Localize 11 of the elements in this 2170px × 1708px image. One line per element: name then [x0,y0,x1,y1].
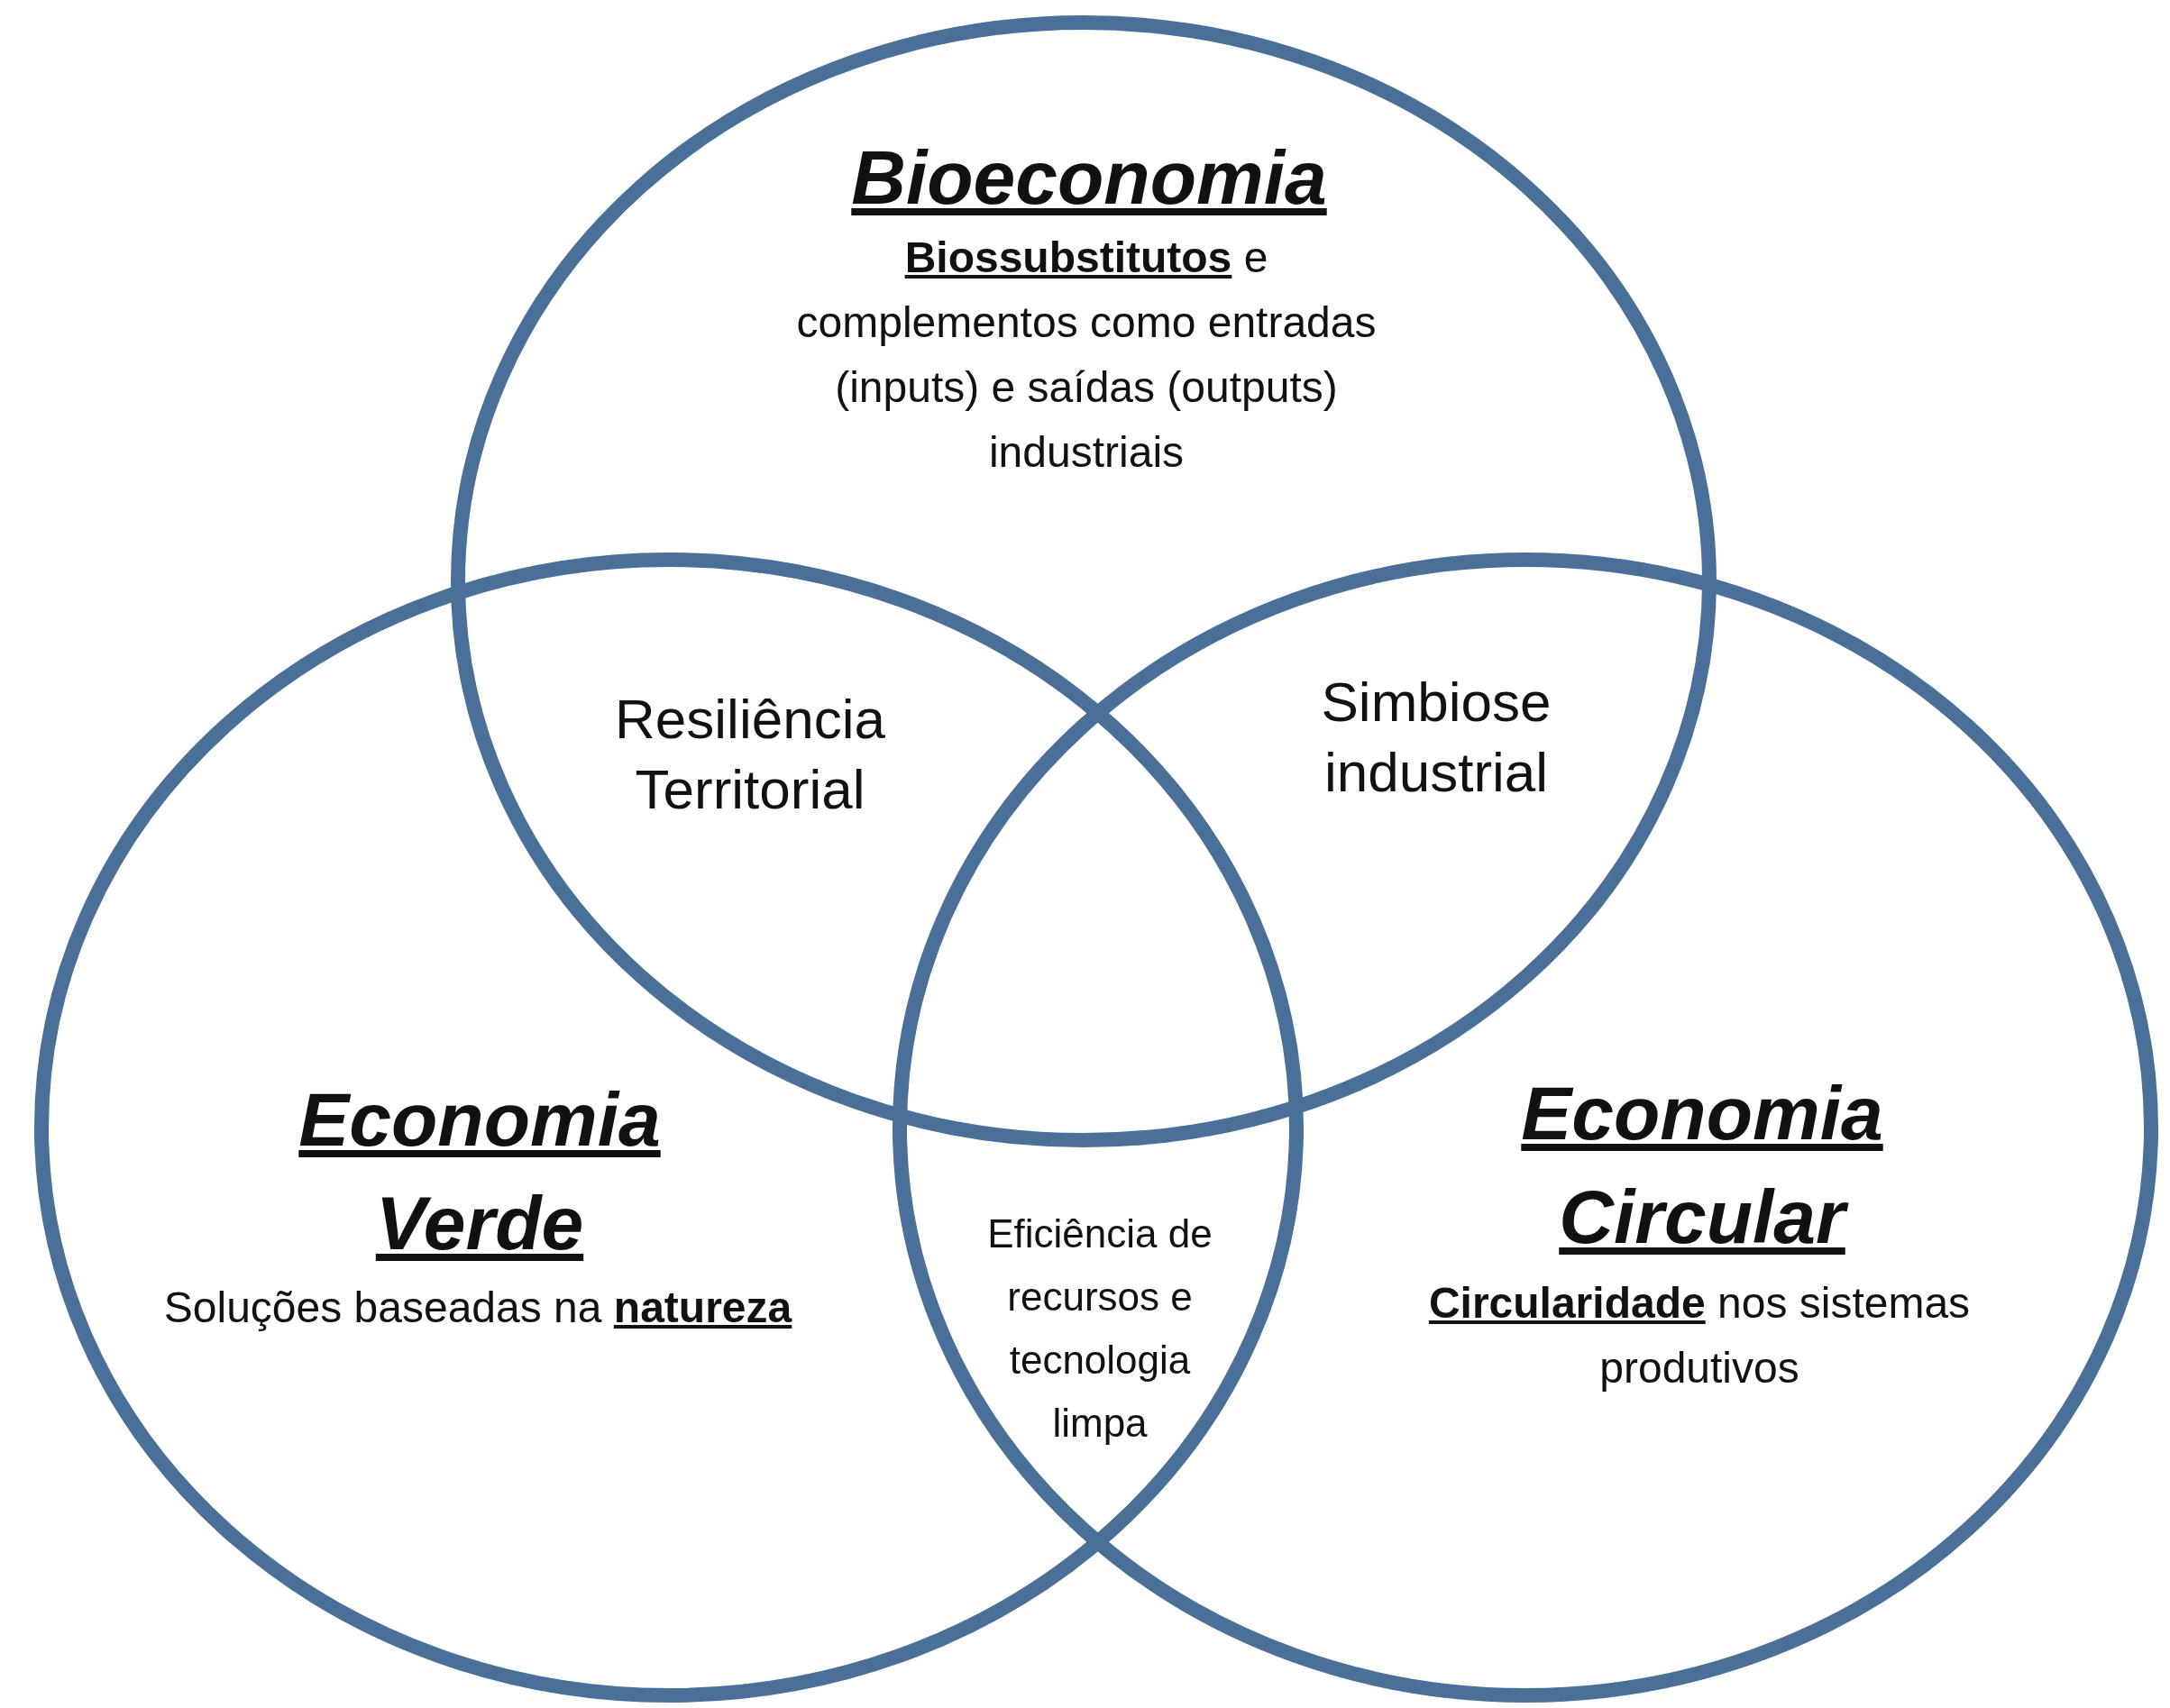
overlap-label: Simbiose industrial [1320,670,1552,805]
venn-circle [893,553,2158,1703]
circle-description: Soluções baseadas na natureza [162,1283,793,1333]
overlap-label: Resiliência Territorial [614,687,886,822]
circle-description: Biossubstitutos e complementos como entradas (inputs) e saídas (outputs) industriais [795,233,1378,478]
circle-heading: Economia Circular [1520,1070,1884,1261]
overlap-label: Eficiência de recursos e tecnologia limpa [986,1210,1213,1447]
circle-heading: Economia Verde [298,1076,662,1267]
circle-description: Circularidade nos sistemas produtivos [1427,1278,1972,1393]
circle-heading: Bioeconomia [850,134,1328,222]
venn-circle [34,553,1304,1703]
